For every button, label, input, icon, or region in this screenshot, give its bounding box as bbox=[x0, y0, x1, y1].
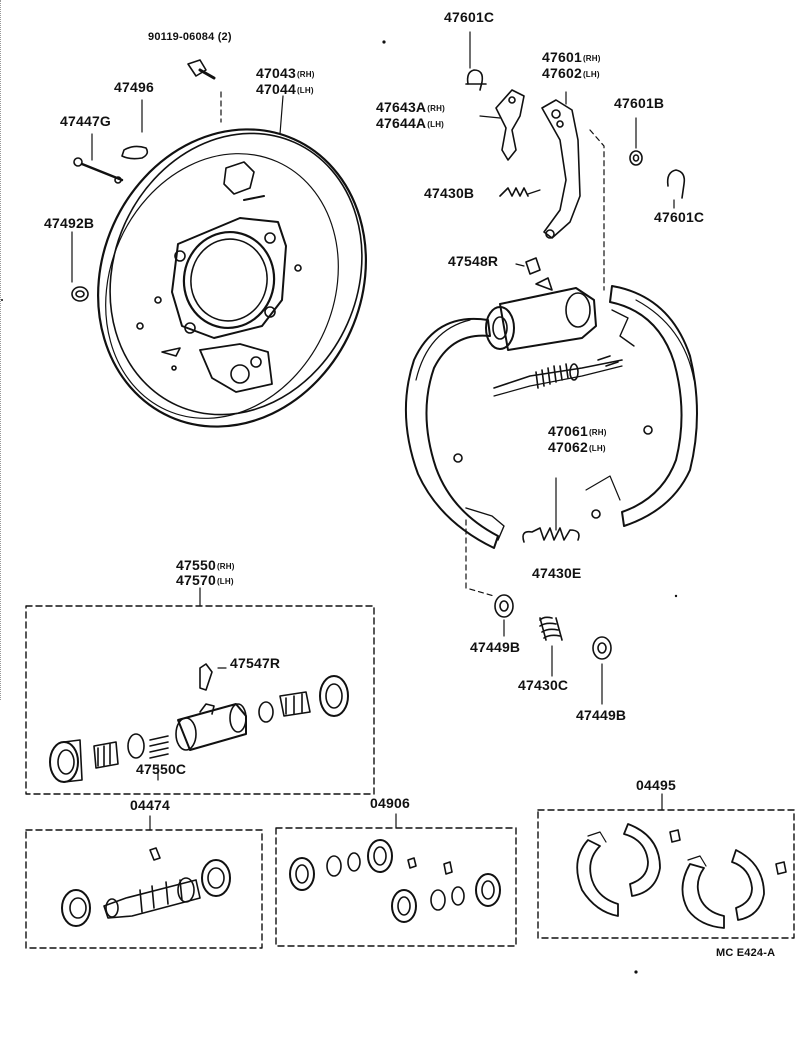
callout-47430e: 47430E bbox=[532, 565, 582, 581]
callout-47547r: 47547R bbox=[230, 655, 281, 671]
brake-shoe-left bbox=[404, 317, 505, 549]
callout-47430c: 47430C bbox=[518, 677, 569, 693]
callout-47601c-right: 47601C bbox=[654, 209, 705, 225]
callout-47043: 47043(RH) bbox=[256, 65, 315, 81]
kit-04495-box bbox=[537, 809, 795, 939]
callout-47570: 47570(LH) bbox=[176, 572, 234, 588]
callout-kit-04906: 04906 bbox=[370, 795, 410, 811]
callout-47447g: 47447G bbox=[60, 113, 112, 129]
callout-47496: 47496 bbox=[114, 79, 154, 95]
callout-47449b-right: 47449B bbox=[576, 707, 627, 723]
spring-47601c-top bbox=[465, 69, 487, 91]
strut-47643a bbox=[479, 89, 525, 161]
kit-04495-parts bbox=[576, 823, 787, 929]
callout-47449b-left: 47449B bbox=[470, 639, 521, 655]
nipple-47548r bbox=[515, 257, 541, 275]
callout-47643a: 47643A(RH) bbox=[376, 99, 445, 115]
spring-47430c bbox=[539, 616, 563, 641]
cup-47449b-right bbox=[592, 636, 612, 660]
kit-04906-parts bbox=[289, 839, 501, 923]
washer-47601b bbox=[629, 150, 643, 166]
callout-47550c: 47550C bbox=[136, 761, 187, 777]
pin-47447g bbox=[73, 157, 124, 184]
kit-04906-box bbox=[275, 827, 517, 947]
speckles bbox=[1, 40, 678, 974]
leaders-left bbox=[71, 91, 284, 283]
callout-47062: 47062(LH) bbox=[548, 439, 606, 455]
figure-reference: MC E424-A bbox=[716, 947, 776, 959]
cap-47492b bbox=[71, 286, 89, 302]
plug-47496 bbox=[121, 145, 149, 160]
callout-47548r: 47548R bbox=[448, 253, 499, 269]
spring-47430b bbox=[499, 187, 541, 197]
spring-47601c-right bbox=[666, 169, 686, 199]
kit-04474-parts bbox=[61, 847, 231, 927]
wheel-cylinder-exploded bbox=[49, 663, 349, 783]
callout-47061: 47061(RH) bbox=[548, 423, 607, 439]
callout-47550: 47550(RH) bbox=[176, 557, 235, 573]
bolt-90119 bbox=[187, 59, 216, 80]
callout-47602: 47602(LH) bbox=[542, 65, 600, 81]
callout-kit-04495: 04495 bbox=[636, 777, 676, 793]
callout-47644a: 47644A(LH) bbox=[376, 115, 445, 131]
wheel-cylinder-shoe bbox=[485, 277, 597, 351]
spring-47430e bbox=[522, 527, 580, 543]
lever-47601 bbox=[541, 91, 581, 239]
callout-47492b: 47492B bbox=[44, 215, 95, 231]
backing-plate bbox=[97, 128, 367, 428]
scan-edge bbox=[0, 0, 3, 700]
callout-47044: 47044(LH) bbox=[256, 81, 314, 97]
adjuster-47061 bbox=[493, 355, 623, 397]
brake-shoe-right bbox=[585, 285, 698, 527]
callout-47601c-top: 47601C bbox=[444, 9, 495, 25]
cup-47449b-left bbox=[494, 594, 514, 618]
callout-47601: 47601(RH) bbox=[542, 49, 601, 65]
kit-04474-box bbox=[25, 829, 263, 949]
callout-47430b: 47430B bbox=[424, 185, 475, 201]
callout-kit-04474: 04474 bbox=[130, 797, 170, 813]
callout-47601b: 47601B bbox=[614, 95, 665, 111]
callout-90119: 90119-06084 (2) bbox=[148, 31, 232, 43]
